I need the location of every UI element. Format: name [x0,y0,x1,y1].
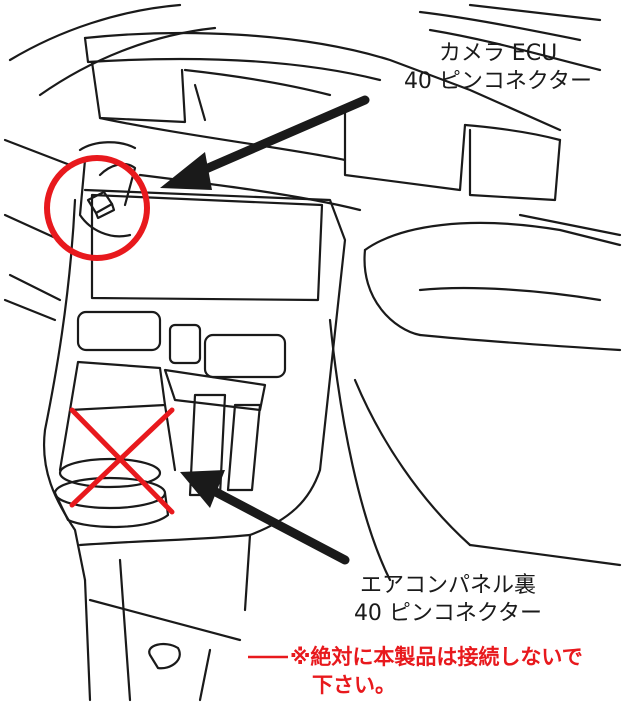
vent-right [343,108,467,192]
console-outline [88,598,242,642]
console-outline [83,188,347,537]
right-panel [418,286,602,302]
dash-side-line [3,298,57,322]
right-panel [418,333,622,352]
hood-line [98,116,347,162]
vent-left [90,60,187,124]
camera-ecu-label: カメラ ECU 40 ピンコネクター [398,40,598,96]
arrow-to-ac-panel [180,470,350,565]
upper-shelf [83,36,382,82]
dash-top-line [428,28,602,72]
dash-top-line [38,26,217,97]
lower-compartment [58,408,72,472]
arrow-to-camera-ecu [160,95,370,190]
camera-ecu-label-line1: カメラ ECU [438,41,558,66]
connector-body [94,202,116,220]
lower-compartment [68,360,167,412]
console-outline [78,533,252,547]
cup-holder [58,457,162,489]
console-outline [243,533,252,612]
cup-holder [53,491,170,529]
warning-text-line1: ※絶対に本製品は接続しないで [290,645,583,669]
screen-frame [90,193,324,302]
warning-text-line2: 下さい。 [312,673,396,697]
control-button [168,323,202,365]
ac-panel-label-line1: エアコンパネル裏 [359,573,536,598]
camera-ecu-label-line2: 40 ピンコネクター [403,69,593,94]
red-cross-marker [69,407,175,515]
console-outline [83,578,92,702]
bottom-line [198,648,212,702]
vent-left [183,68,332,97]
dash-side-line [3,138,72,167]
right-panel [328,318,392,582]
vent-right [463,123,562,142]
connector-bracket [78,141,137,152]
right-panel [468,543,622,567]
ac-panel-label: エアコンパネル裏 40 ピンコネクター [338,572,558,628]
vent-mid [193,83,207,122]
dash-side-line [8,273,62,302]
upper-shelf [83,31,562,132]
right-panel [363,221,622,252]
bottom-clip [148,642,181,670]
warning-text: ※絶対に本製品は接続しないで 下さい。 [290,643,583,699]
dash-side-line [518,213,622,237]
bottom-line [118,558,132,702]
right-panel [363,248,422,337]
dash-side-line [3,213,62,242]
ac-panel-label-line2: 40 ピンコネクター [353,601,543,626]
control-button [203,333,287,379]
control-button [76,310,162,352]
ac-slot [226,403,262,492]
red-circle-marker [44,155,150,261]
dash-top-line [418,10,582,42]
dash-top-line [468,3,602,22]
vent-right [468,128,562,202]
dash-top-line [8,3,182,62]
dash-side-line [138,173,362,212]
connector-bracket [78,158,132,238]
right-panel [353,378,472,547]
